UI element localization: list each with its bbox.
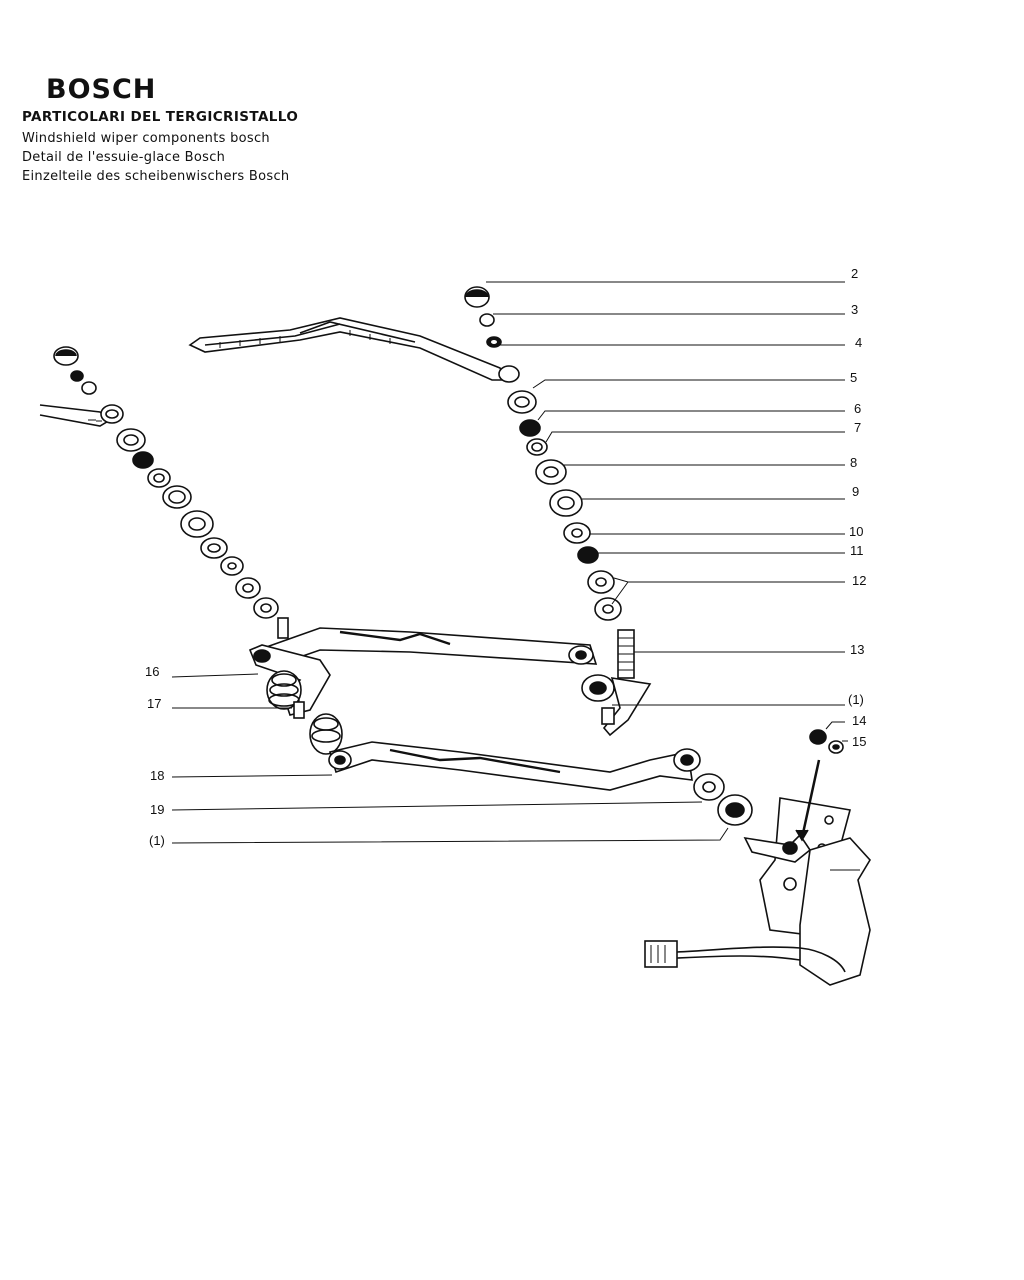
- brand-logo: BOSCH: [46, 74, 157, 105]
- right-spindle-parts: [464, 286, 622, 621]
- right-pivot-bracket: [581, 629, 652, 737]
- callout-18: 18: [150, 768, 164, 783]
- callout-5: 5: [850, 370, 857, 385]
- callout-6: 6: [854, 401, 861, 416]
- left-pivot-bracket: [248, 617, 331, 719]
- callout-11: 11: [850, 543, 864, 558]
- callout-19: 19: [150, 802, 164, 817]
- callout-16: 16: [145, 664, 159, 679]
- callout-1-lower: (1): [149, 833, 165, 848]
- callout-8: 8: [850, 455, 857, 470]
- motor-cable-connector: [644, 940, 846, 973]
- callout-15: 15: [852, 734, 866, 749]
- callout-10: 10: [849, 524, 863, 539]
- callout-14: 14: [852, 713, 866, 728]
- callout-3: 3: [851, 302, 858, 317]
- callout-12: 12: [852, 573, 866, 588]
- title-german: Einzelteile des scheibenwischers Bosch: [22, 169, 290, 184]
- title-italian: PARTICOLARI DEL TERGICRISTALLO: [22, 109, 299, 125]
- left-wiper-arm: [39, 404, 112, 427]
- wiper-motor: [743, 729, 871, 986]
- right-wiper-arm: [188, 317, 507, 381]
- callout-4: 4: [855, 335, 862, 350]
- callout-13: 13: [850, 642, 864, 657]
- lower-link-rod: [309, 713, 701, 791]
- left-spindle-parts: [53, 346, 279, 619]
- lower-washer-and-grommet: [693, 773, 753, 826]
- callout-9: 9: [852, 484, 859, 499]
- title-french: Detail de l'essuie-glace Bosch: [22, 150, 226, 165]
- header: BOSCH PARTICOLARI DEL TERGICRISTALLO Win…: [0, 0, 1024, 200]
- title-english: Windshield wiper components bosch: [22, 131, 270, 146]
- callout-17: 17: [147, 696, 161, 711]
- callout-labels: 2 3 4 5 6 7 8 9 10 11 12 13 (1) 14 15 16…: [145, 266, 866, 848]
- leader-lines: [171, 281, 848, 844]
- callout-2: 2: [851, 266, 858, 281]
- callout-7: 7: [854, 420, 861, 435]
- callout-1-upper: (1): [848, 692, 864, 707]
